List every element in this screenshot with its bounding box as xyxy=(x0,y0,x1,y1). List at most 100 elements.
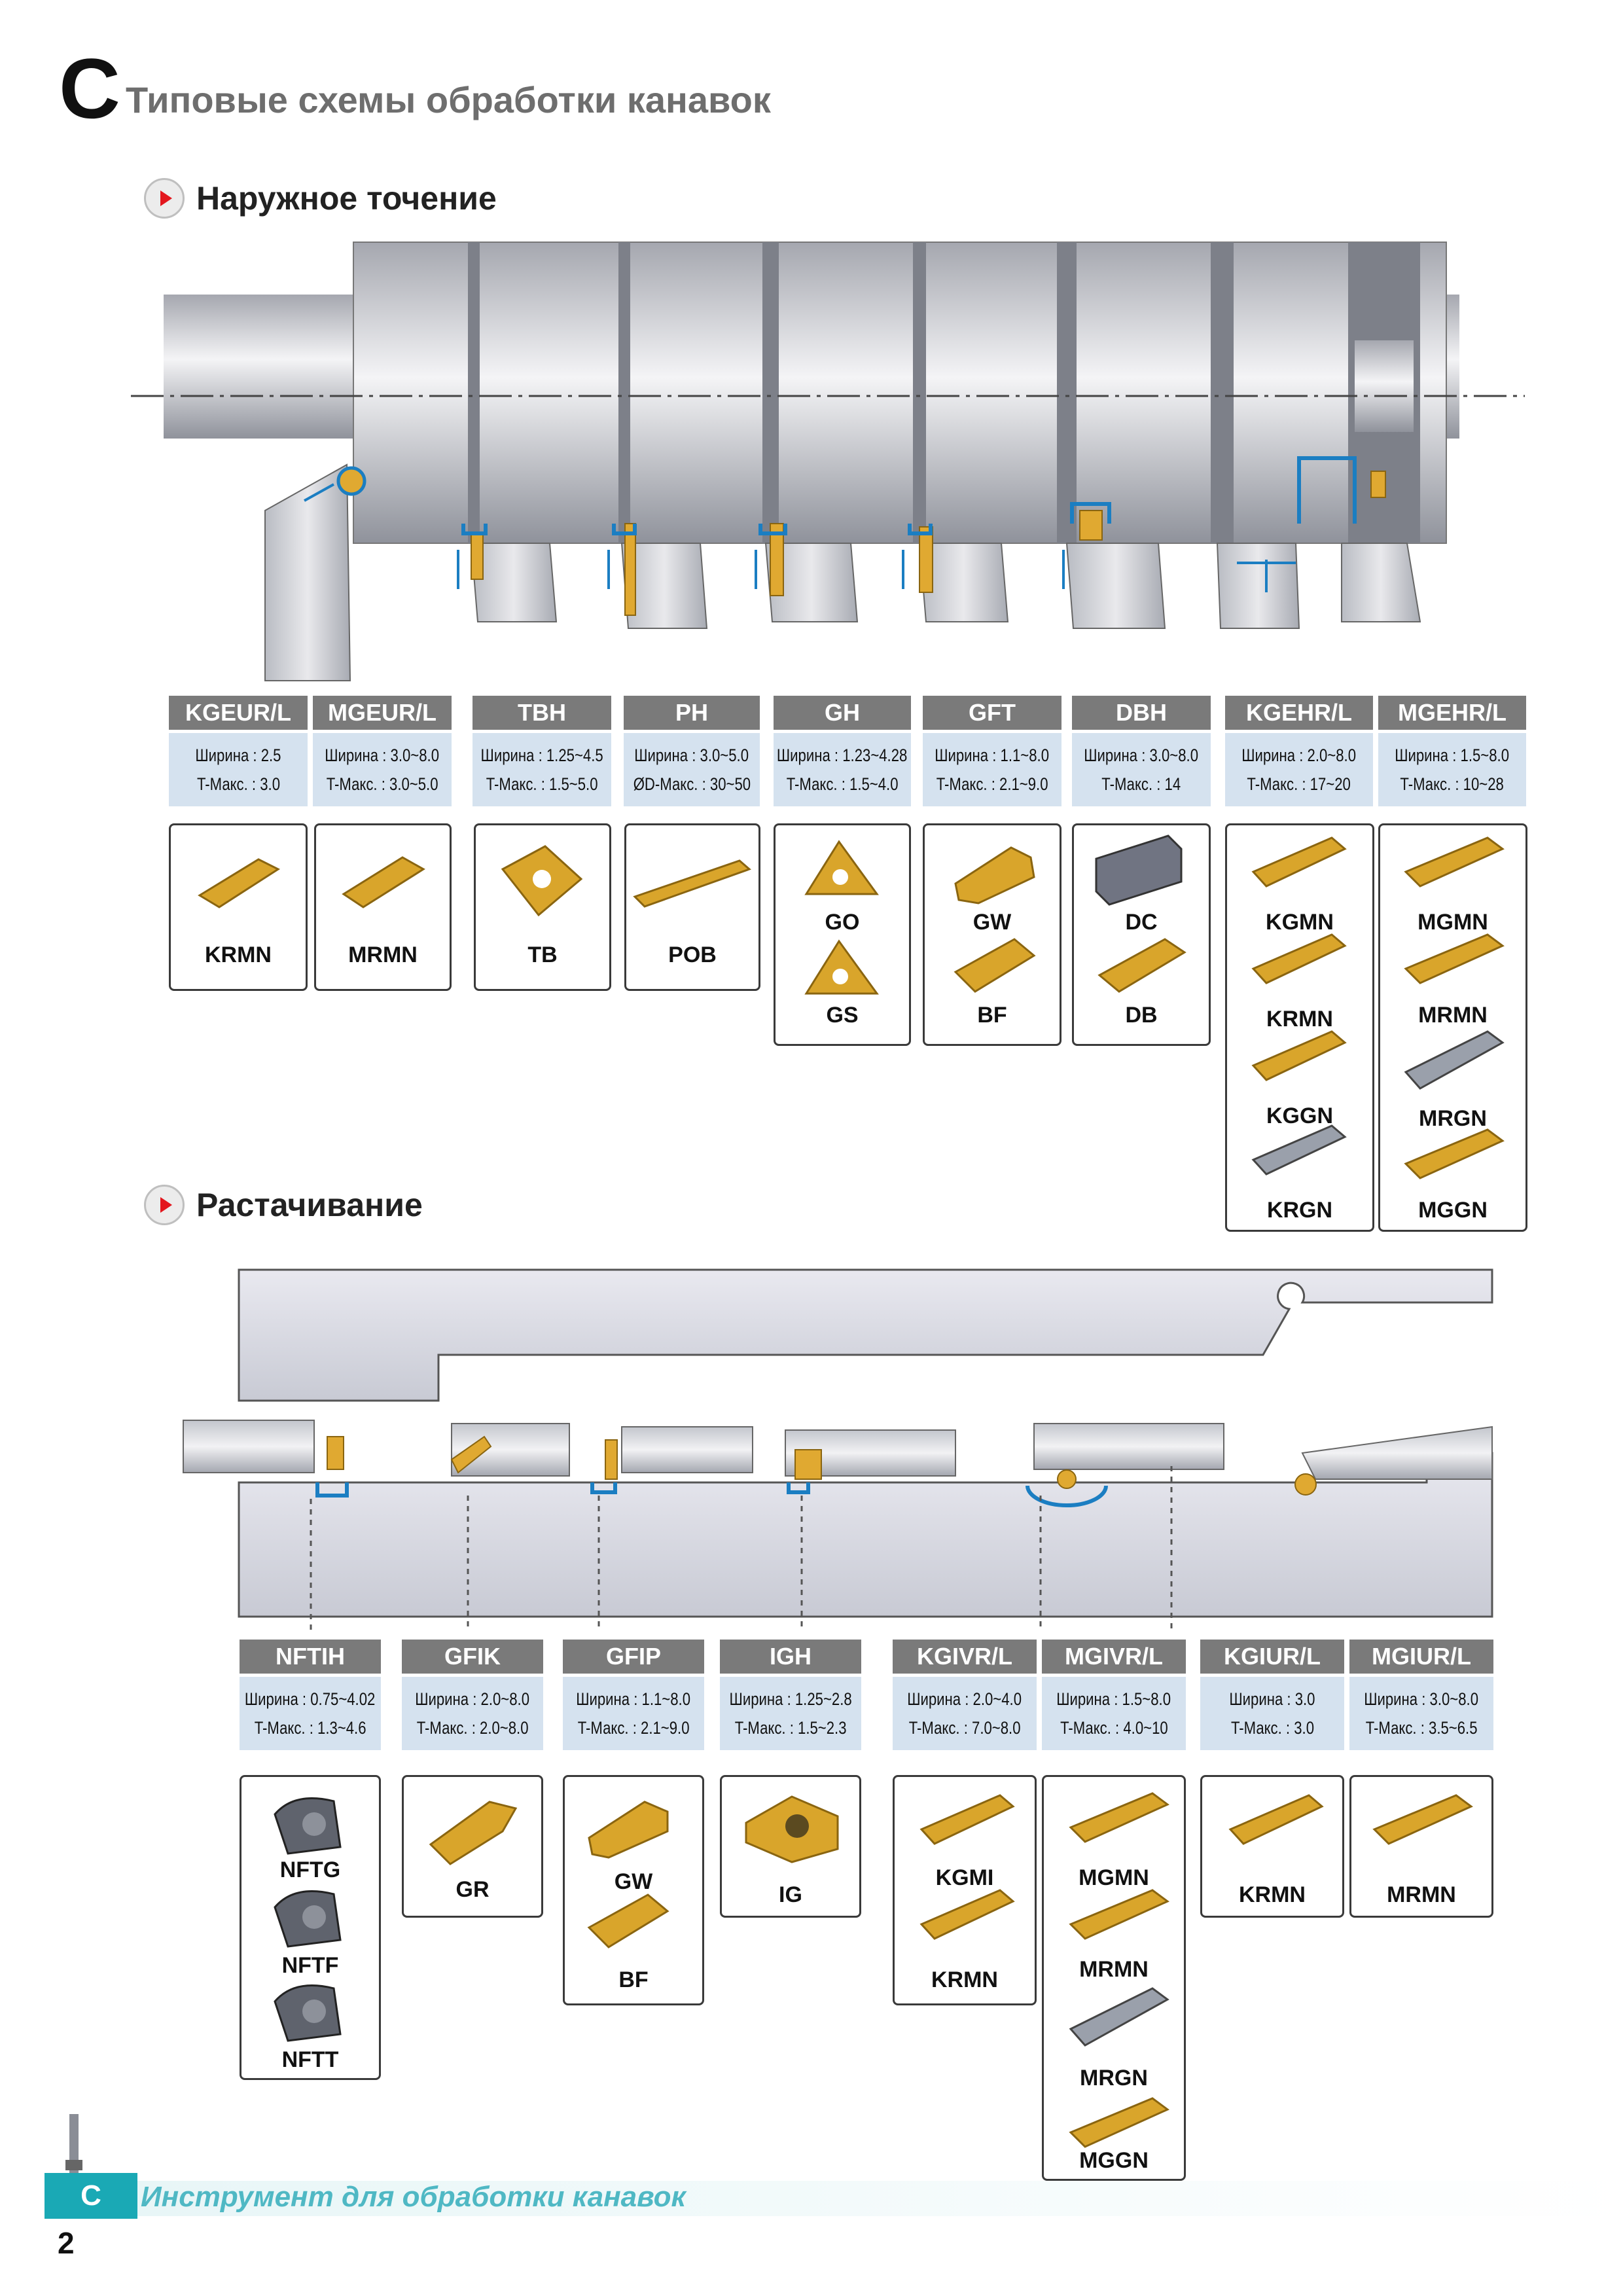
col-header-kgeur: KGEUR/L xyxy=(169,696,308,730)
insert-label: DB xyxy=(1125,1003,1158,1028)
insert-kgmi-icon xyxy=(919,1794,1015,1845)
insert-label: BF xyxy=(618,1967,649,1992)
section-letter: C xyxy=(59,41,120,136)
insert-label: IG xyxy=(779,1882,802,1907)
insert-db-icon xyxy=(1097,938,1186,993)
footer-band xyxy=(137,2181,1623,2216)
insert-gr-icon xyxy=(429,1801,518,1865)
insert-label: DC xyxy=(1125,910,1158,935)
col-header-mgeur: MGEUR/L xyxy=(313,696,452,730)
play-arrow-icon xyxy=(144,178,185,219)
col-header-mgehr: MGEHR/L xyxy=(1378,696,1526,730)
card-kgehr xyxy=(1225,823,1374,1232)
card-kgiur xyxy=(1200,1775,1344,1918)
insert-label: MRGN xyxy=(1080,2066,1148,2090)
insert-kggn-icon xyxy=(1251,1030,1347,1081)
insert-label: KRMN xyxy=(931,1967,998,1992)
insert-label: MGGN xyxy=(1418,1198,1488,1223)
insert-label: KRMN xyxy=(205,942,272,967)
insert-tb-icon xyxy=(501,845,583,917)
insert-label: GW xyxy=(614,1869,653,1894)
insert-label: MRMN xyxy=(1418,1003,1488,1028)
insert-mrmn2-icon xyxy=(1404,933,1505,984)
insert-nftg-icon xyxy=(274,1797,342,1855)
col-header-dbh: DBH xyxy=(1072,696,1211,730)
insert-label: GO xyxy=(825,910,860,935)
workpiece-upper xyxy=(238,1268,1493,1402)
insert-nftf-icon xyxy=(274,1890,342,1948)
col-header-kgiur: KGIUR/L xyxy=(1200,1640,1344,1674)
col-header-mgiur: MGIUR/L xyxy=(1349,1640,1493,1674)
external-turning-diagram xyxy=(131,242,1525,681)
cutting-inserts xyxy=(471,471,1386,616)
insert-krmn3-icon xyxy=(919,1889,1015,1940)
insert-pob-icon xyxy=(633,859,751,908)
insert-mggn-icon xyxy=(1404,1128,1505,1179)
insert-gw2-icon xyxy=(588,1801,669,1859)
col-header-gh: GH xyxy=(774,696,911,730)
insert-label: MGMN xyxy=(1079,1865,1149,1890)
insert-label: MRGN xyxy=(1419,1106,1487,1131)
insert-mgmn2-icon xyxy=(1069,1792,1169,1843)
card-ph xyxy=(624,823,760,991)
insert-label: KGMI xyxy=(935,1865,994,1890)
leader-lines xyxy=(310,1466,1173,1630)
boring-groove-outlines xyxy=(315,1482,1108,1507)
insert-gs-icon xyxy=(804,939,879,995)
insert-nftt-icon xyxy=(274,1984,342,2042)
page-title: Типовые схемы обработки канавок xyxy=(126,79,771,120)
insert-label: GW xyxy=(972,910,1012,935)
insert-label: GS xyxy=(826,1003,859,1028)
insert-label: KRMN xyxy=(1266,1007,1333,1031)
insert-mrmn-icon xyxy=(342,856,425,908)
insert-mggn2-icon xyxy=(1069,2097,1169,2148)
page-number: 2 xyxy=(58,2226,75,2260)
section-external-heading: Наружное точение xyxy=(144,178,497,219)
insert-mrmn4-icon xyxy=(1372,1794,1473,1845)
insert-krmn4-icon xyxy=(1228,1794,1324,1845)
tool-holders xyxy=(264,463,1421,681)
card-mgivr xyxy=(1042,1775,1186,2181)
insert-label: KGMN xyxy=(1266,910,1334,935)
card-mgiur xyxy=(1349,1775,1493,1918)
insert-ig-icon xyxy=(745,1795,839,1863)
insert-bf2-icon xyxy=(587,1893,669,1948)
col-header-igh: IGH xyxy=(720,1640,861,1674)
col-header-kgehr: KGEHR/L xyxy=(1225,696,1373,730)
insert-label: MRMN xyxy=(348,942,418,967)
col-header-kgivr: KGIVR/L xyxy=(893,1640,1037,1674)
play-arrow-icon xyxy=(144,1185,185,1225)
col-header-mgivr: MGIVR/L xyxy=(1042,1640,1186,1674)
insert-mrgn-icon xyxy=(1404,1030,1505,1090)
shaft-body xyxy=(353,242,1447,544)
insert-krmn2-icon xyxy=(1251,933,1347,984)
col-header-gft: GFT xyxy=(923,696,1061,730)
card-kgeur xyxy=(169,823,308,991)
col-header-gfik: GFIK xyxy=(402,1640,543,1674)
card-mgeur xyxy=(314,823,452,991)
insert-mgmn-icon xyxy=(1404,836,1505,888)
insert-krmn-icon xyxy=(198,858,281,908)
insert-label: KGGN xyxy=(1266,1103,1333,1128)
col-header-ph: PH xyxy=(624,696,760,730)
insert-kgmn-icon xyxy=(1251,836,1347,888)
tool-holder-icon xyxy=(65,2114,82,2173)
insert-krgn-icon xyxy=(1251,1124,1347,1175)
insert-mrgn2-icon xyxy=(1069,1987,1169,2047)
insert-label: POB xyxy=(668,942,717,967)
insert-label: MGGN xyxy=(1079,2148,1149,2173)
insert-label: GR xyxy=(455,1877,490,1902)
insert-go-icon xyxy=(804,840,879,895)
section-boring-heading: Растачивание xyxy=(144,1185,423,1225)
